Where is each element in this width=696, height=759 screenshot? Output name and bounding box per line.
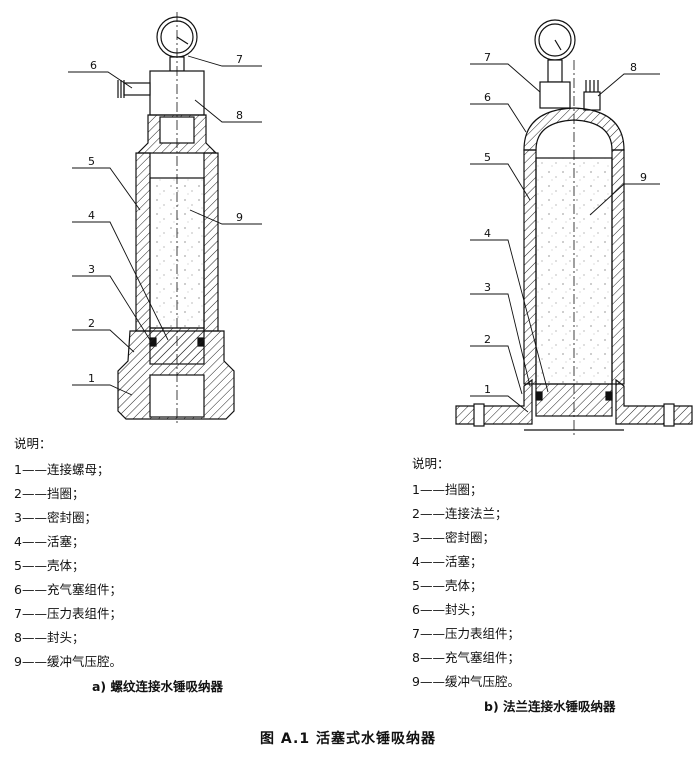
legend-a-item: 7——压力表组件； [14,606,122,621]
leader-4-b [470,239,549,393]
legend-b-item: 8——充气塞组件； [412,650,520,665]
charging-plug-b [583,91,601,111]
callout-9-a: 9 [236,211,243,224]
flange-left-b [455,378,533,425]
leader-6-a [68,71,133,89]
legend-a-item: 9——缓冲气压腔。 [14,654,122,669]
flange-right-b [615,378,693,425]
figure-caption: 图 A.1 活塞式水锤吸纳器 [260,731,436,747]
legend-b: 说明： 1——挡圈； 2——连接法兰； 3——密封圈； 4——活塞； 5——壳体… [412,452,520,694]
caption-a: a) 螺纹连接水锤吸纳器 [92,679,224,694]
leader-2-b [470,345,523,395]
legend-a-title: 说明： [14,436,52,451]
shell-right-wall-a [203,152,219,332]
leader-3-b [470,293,531,387]
leader-2-a [72,329,135,353]
legend-a-item: 8——封头； [14,630,85,645]
callout-3-a: 3 [88,263,95,276]
callout-6-b: 6 [484,91,491,104]
callout-8-a: 8 [236,109,243,122]
leader-9-a [189,209,262,225]
leader-1-b [470,395,529,413]
callout-4-a: 4 [88,209,95,222]
legend-b-title: 说明： [412,456,450,471]
leader-6-b [470,103,527,133]
legend-a: 说明： 1——连接螺母； 2——挡圈； 3——密封圈； 4——活塞； 5——壳体… [14,432,122,674]
leader-4-a [72,221,169,341]
leader-3-a [72,275,151,341]
legend-a-item: 6——充气塞组件； [14,582,122,597]
legend-a-item: 2——挡圈； [14,486,85,501]
callout-6-a: 6 [90,59,97,72]
callout-5-b: 5 [484,151,491,164]
legend-a-item: 1——连接螺母； [14,462,110,477]
legend-b-item: 9——缓冲气压腔。 [412,674,520,689]
callout-4-b: 4 [484,227,491,240]
diagram-b-drawing [455,19,693,436]
leader-5-b [470,163,531,201]
shell-left-wall-a [135,152,151,332]
legend-a-item: 4——活塞； [14,534,85,549]
legend-b-item: 4——活塞； [412,554,483,569]
legend-b-item: 3——密封圈； [412,530,495,545]
diagram-a-callouts: 6 7 8 5 4 9 3 2 1 [88,53,243,385]
legend-a-item: 5——壳体； [14,558,85,573]
callout-2-a: 2 [88,317,95,330]
callout-1-a: 1 [88,372,95,385]
callout-9-b: 9 [640,171,647,184]
gauge-fitting-b [539,81,571,109]
legend-b-item: 5——壳体； [412,578,483,593]
callout-8-b: 8 [630,61,637,74]
callout-2-b: 2 [484,333,491,346]
legend-b-item: 6——封头； [412,602,483,617]
legend-b-item: 2——连接法兰； [412,506,508,521]
legend-b-item: 1——挡圈； [412,482,483,497]
leader-7-b [470,63,541,93]
leader-8-a [194,99,262,123]
diagram-a-drawing [68,12,262,425]
diagram-b-callouts: 7 8 6 5 9 4 3 2 1 [484,51,647,396]
pressure-gauge-b [534,19,576,83]
shell-left-wall-b [523,149,537,385]
callout-7-a: 7 [236,53,243,66]
leader-1-a [72,384,133,396]
callout-5-a: 5 [88,155,95,168]
leader-7-a [187,55,262,67]
legend-a-item: 3——密封圈； [14,510,97,525]
callout-1-b: 1 [484,383,491,396]
leader-9-b [589,183,660,216]
leader-8-b [597,73,660,97]
callout-7-b: 7 [484,51,491,64]
leader-5-a [72,167,141,211]
legend-b-item: 7——压力表组件； [412,626,520,641]
caption-b: b) 法兰连接水锤吸纳器 [484,699,616,714]
callout-3-b: 3 [484,281,491,294]
